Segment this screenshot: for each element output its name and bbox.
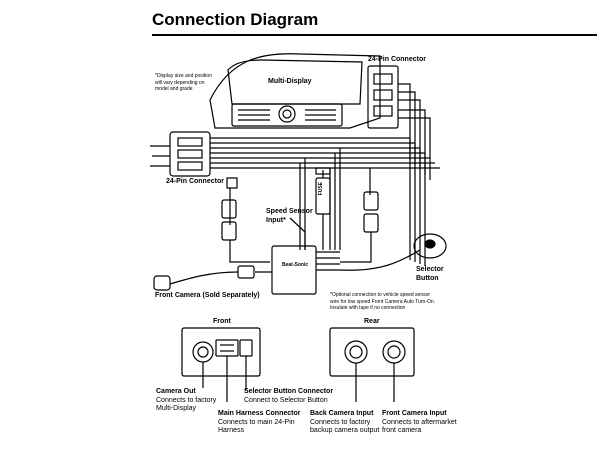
center-console	[231, 103, 343, 127]
connector-24pin-left-label: 24-Pin Connector	[166, 178, 224, 185]
callout-selector-connector: Selector Button Connector Connect to Sel…	[244, 388, 334, 404]
connector-24pin-left	[169, 131, 211, 177]
console-knob	[278, 105, 296, 123]
main-harness-jack	[215, 339, 239, 357]
callout-main-harness: Main Harness Connector Connects to main …	[218, 410, 301, 434]
panel-rear-box	[329, 327, 415, 377]
back-camera-jack	[344, 340, 368, 364]
title-rule	[152, 34, 597, 36]
front-camera-shape	[153, 275, 171, 291]
front-camera-label: Front Camera (Sold Separately)	[155, 292, 260, 299]
page-title: Connection Diagram	[152, 10, 319, 29]
rca-right-top	[363, 191, 379, 211]
panel-front-box	[181, 327, 261, 377]
front-camera-cable	[169, 271, 239, 285]
selector-button-label: Selector Button	[416, 266, 444, 282]
selector-cable	[339, 249, 421, 271]
module-brand: Beat-Sonic	[282, 262, 309, 268]
multi-display-screen	[227, 59, 363, 105]
connector-24pin-top-label: 24-Pin Connector	[368, 56, 426, 63]
speed-note: *Optional connection to vehicle speed se…	[330, 292, 436, 311]
dashboard-outline	[209, 53, 381, 129]
panel-rear-title: Rear	[364, 318, 380, 325]
callout-back-camera-input: Back Camera Input Connects to factory ba…	[310, 410, 380, 434]
panel-front-title: Front	[213, 318, 231, 325]
multi-display-label: Multi-Display	[268, 78, 312, 85]
rca-right-mid	[363, 213, 379, 233]
selector-connector-jack	[239, 339, 253, 357]
speed-sensor-label: Speed Sensor Input*	[266, 208, 313, 224]
note-display: *Display size and position will vary dep…	[155, 73, 212, 92]
callout-front-camera-input: Front Camera Input Connects to aftermark…	[382, 410, 457, 434]
interface-module	[271, 245, 317, 295]
front-camera-input-jack	[382, 340, 406, 364]
rca-left-mid	[221, 221, 237, 241]
connector-24pin-top	[367, 65, 399, 129]
fuse-label: FUSE	[318, 182, 324, 196]
camera-out-jack	[192, 341, 214, 363]
callout-camera-out: Camera Out Connects to factory Multi-Dis…	[156, 388, 217, 412]
rca-left-top	[221, 199, 237, 219]
selector-button-shape	[413, 233, 447, 259]
